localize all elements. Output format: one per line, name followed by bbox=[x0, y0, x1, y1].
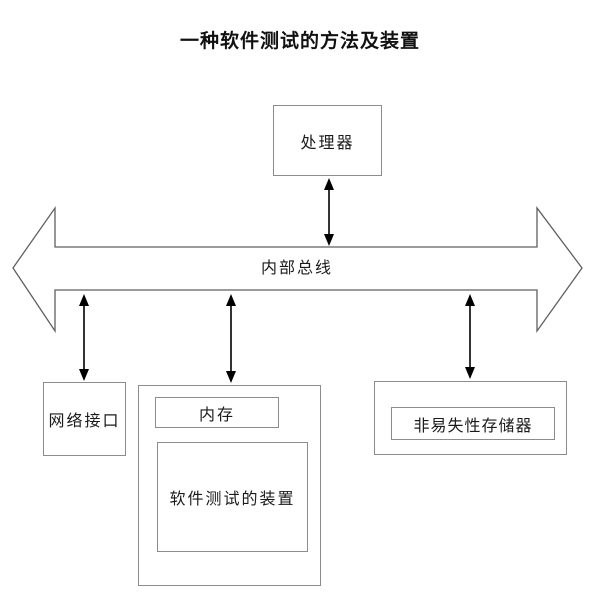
non-volatile-memory-outer-box: 非易失性存储器 bbox=[374, 381, 567, 455]
internal-bus-label: 内部总线 bbox=[260, 260, 333, 277]
memory-box: 内存 bbox=[155, 397, 279, 428]
arrow-bus-network-interface bbox=[79, 294, 89, 381]
network-interface-label: 网络接口 bbox=[48, 413, 121, 430]
software-testing-device-label: 软件测试的装置 bbox=[169, 491, 296, 508]
arrow-bus-memory bbox=[226, 294, 236, 383]
memory-label: 内存 bbox=[198, 406, 235, 424]
internal-bus-arrow bbox=[12, 205, 583, 334]
non-volatile-memory-box: 非易失性存储器 bbox=[391, 407, 555, 440]
software-testing-device-box: 软件测试的装置 bbox=[157, 442, 308, 552]
processor-label: 处理器 bbox=[300, 134, 355, 152]
figure-title: 一种软件测试的方法及装置 bbox=[179, 31, 420, 52]
network-interface-box: 网络接口 bbox=[43, 382, 126, 456]
processor-box: 处理器 bbox=[273, 105, 382, 176]
arrow-processor-bus bbox=[324, 178, 334, 246]
memory-container-box: 内存 软件测试的装置 bbox=[138, 385, 321, 586]
arrow-bus-nvm bbox=[465, 294, 475, 379]
non-volatile-memory-label: 非易失性存储器 bbox=[413, 417, 533, 435]
